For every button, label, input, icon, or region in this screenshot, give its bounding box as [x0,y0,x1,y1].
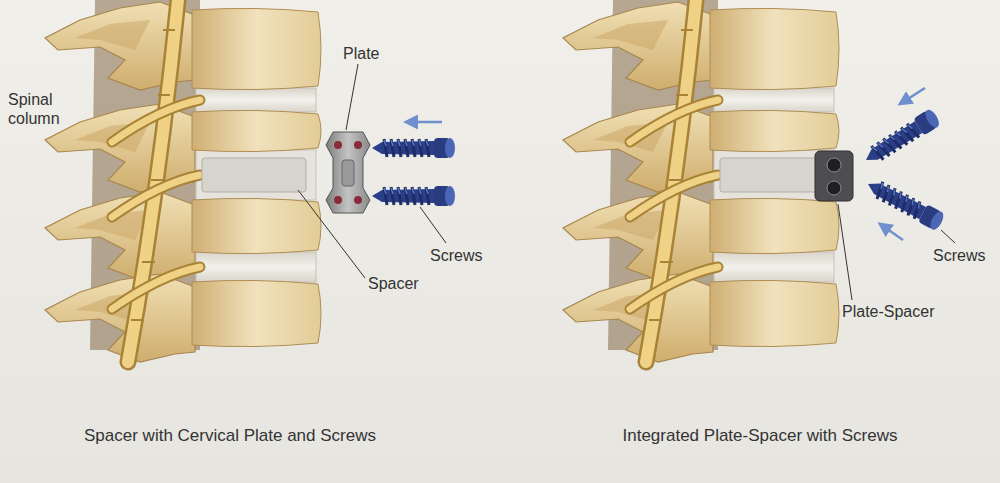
part-label: Screws [430,246,494,265]
label-slot: Screws [933,246,997,265]
screw [861,108,942,169]
label-slot: Spinal column [8,90,78,128]
spinal-column [45,0,321,362]
plate-spacer [815,151,853,201]
screw [372,138,455,158]
screw [863,175,946,232]
label-slot: Spacer with Cervical Plate and Screws [30,426,430,446]
part-label: Plate-Spacer [842,302,962,321]
direction-arrow [880,224,903,240]
label-slot: Spacer [368,274,432,293]
direction-arrow [900,88,925,104]
label-slot: Screws [430,246,494,265]
spacer [202,158,306,192]
cervical-plate [326,132,370,213]
leader-lines [298,64,955,300]
part-label: Plate [343,44,403,63]
screw [372,186,455,206]
label-slot: Integrated Plate-Spacer with Screws [550,426,970,446]
figure-caption: Spacer with Cervical Plate and Screws [30,426,430,446]
part-label: Screws [933,246,997,265]
part-label: Spacer [368,274,432,293]
figure-caption: Integrated Plate-Spacer with Screws [550,426,970,446]
label-slot: Plate-Spacer [842,302,962,321]
spinal-column [563,0,839,362]
part-label: Spinal column [8,90,78,128]
label-slot: Plate [343,44,403,63]
spacer [720,158,820,192]
direction-arrow [406,121,442,124]
